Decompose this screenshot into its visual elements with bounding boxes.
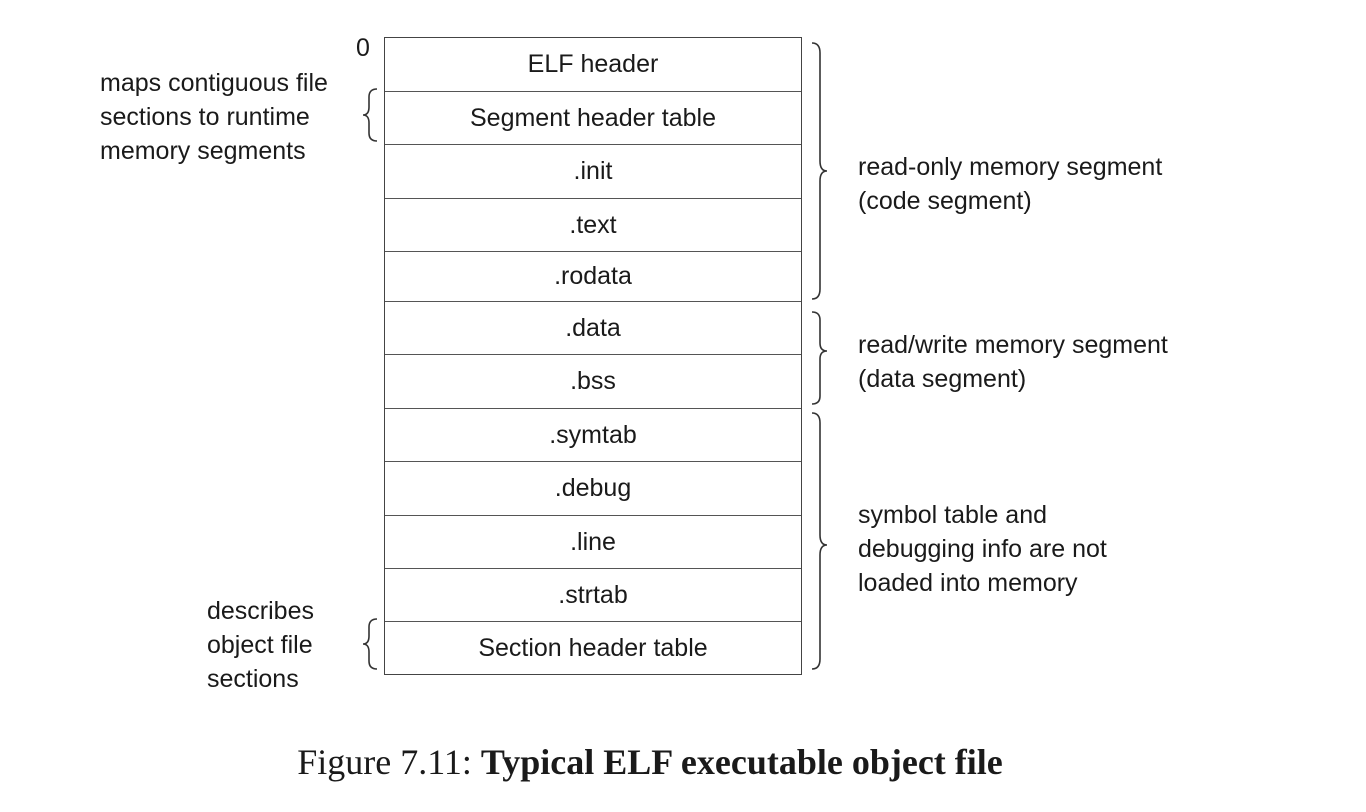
annotation-line: describes [207, 597, 314, 625]
annotation-line: debugging info are not [858, 535, 1107, 563]
annotation-line: maps contiguous file [100, 69, 328, 97]
annotation-segment-header: maps contiguous file sections to runtime… [100, 66, 328, 168]
annotation-data-segment: read/write memory segment (data segment) [858, 328, 1168, 396]
section-bss: .bss [385, 355, 801, 409]
brace-segment-header [362, 88, 378, 142]
annotation-line: object file [207, 631, 313, 659]
brace-data-segment [811, 311, 828, 405]
section-symtab: .symtab [385, 409, 801, 462]
brace-code-segment [811, 42, 828, 300]
annotation-section-header: describes object file sections [207, 594, 314, 696]
section-strtab: .strtab [385, 569, 801, 622]
figure-caption: Figure 7.11: Typical ELF executable obje… [0, 740, 1300, 784]
annotation-line: memory segments [100, 137, 306, 165]
section-line: .line [385, 516, 801, 569]
annotation-line: sections [207, 665, 299, 693]
annotation-line: read-only memory segment [858, 153, 1163, 181]
caption-label: Figure 7.11: [297, 742, 472, 782]
section-text: .text [385, 199, 801, 252]
offset-zero-label: 0 [356, 34, 370, 62]
section-debug: .debug [385, 462, 801, 516]
annotation-line: symbol table and [858, 501, 1048, 529]
brace-section-header [362, 618, 378, 670]
annotation-code-segment: read-only memory segment (code segment) [858, 150, 1162, 218]
annotation-not-loaded: symbol table and debugging info are not … [858, 498, 1107, 600]
section-rodata: .rodata [385, 252, 801, 302]
section-section-header-table: Section header table [478, 633, 708, 662]
section-init: .init [385, 145, 801, 199]
elf-layout-table: ELF header Segment header table .init .t… [384, 37, 802, 675]
annotation-line: read/write memory segment [858, 331, 1168, 359]
section-elf-header: ELF header [385, 38, 801, 92]
caption-title: Typical ELF executable object file [480, 742, 1003, 782]
annotation-line: (code segment) [858, 187, 1032, 215]
annotation-line: loaded into memory [858, 569, 1078, 597]
annotation-line: (data segment) [858, 365, 1027, 393]
section-segment-header-table: Segment header table [385, 92, 801, 145]
brace-not-loaded [811, 412, 828, 670]
section-data: .data [385, 302, 801, 355]
annotation-line: sections to runtime [100, 103, 310, 131]
